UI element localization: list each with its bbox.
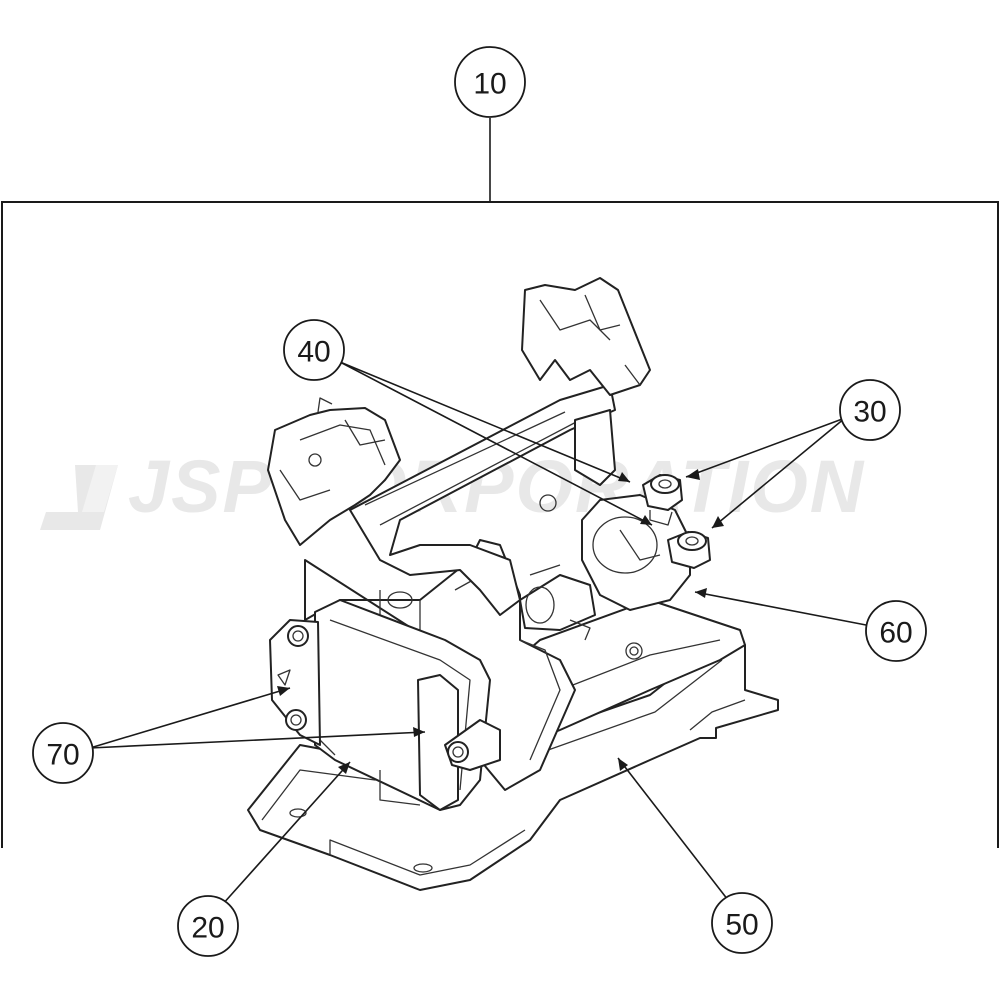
jsp-logo-icon: [40, 465, 118, 530]
fitting-lower: [667, 531, 711, 569]
control-module: [269, 599, 501, 811]
callout-40-label: 40: [297, 336, 330, 369]
assembly-frame: [1, 118, 999, 848]
callout-50-label: 50: [725, 909, 758, 942]
assembly-illustration: [247, 277, 779, 891]
callout-60-label: 60: [879, 617, 912, 650]
fitting-upper: [642, 474, 683, 526]
callout-10-label: 10: [473, 68, 506, 101]
callout-70: 70: [32, 722, 94, 784]
leader-lines: [89, 361, 867, 906]
callout-60: 60: [865, 600, 927, 662]
callout-70-label: 70: [46, 739, 79, 772]
callout-20-label: 20: [191, 912, 224, 945]
callout-20: 20: [177, 895, 239, 957]
fittings: [642, 474, 711, 569]
callout-10: 10: [454, 46, 526, 118]
connector-left: [267, 397, 401, 546]
connector-right: [521, 277, 651, 396]
callout-50: 50: [711, 892, 773, 954]
callout-40: 40: [283, 319, 345, 381]
callout-30-label: 30: [853, 396, 886, 429]
upper-rail: [349, 384, 616, 616]
callout-30: 30: [839, 379, 901, 441]
